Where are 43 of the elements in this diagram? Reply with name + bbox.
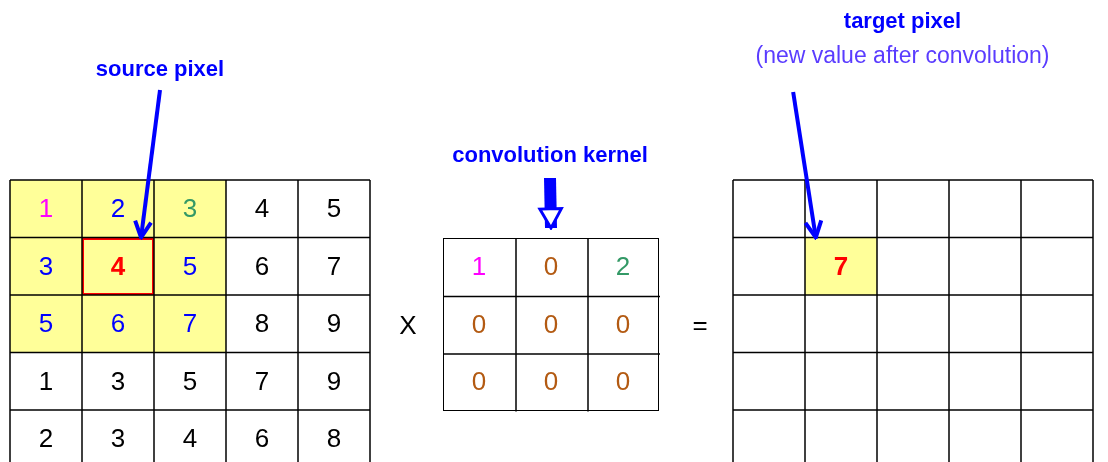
- highlighted-cell: 7: [805, 237, 877, 295]
- table-cell-text: 5: [181, 364, 199, 398]
- table-cell-text: 0: [542, 307, 560, 341]
- leader-line: [791, 91, 824, 240]
- table-cell-text: 0: [470, 307, 488, 341]
- equals-sign: =: [691, 308, 709, 342]
- table-cell-text: 0: [542, 250, 560, 284]
- block-arrow: [538, 177, 563, 230]
- table-cell-text: 9: [325, 364, 343, 398]
- table-cell: 1: [10, 180, 82, 238]
- table-cell: 6: [82, 295, 154, 353]
- table-cell-text: 0: [542, 365, 560, 399]
- table-cell-text: 1: [37, 364, 55, 398]
- callout-note: (new value after convolution): [755, 42, 1050, 69]
- table-cell-text: 0: [614, 365, 632, 399]
- table-cell: 5: [154, 237, 226, 295]
- table-cell: 3: [154, 180, 226, 238]
- table-cell-text: 7: [253, 364, 271, 398]
- callout-text: target pixel: [843, 8, 962, 34]
- table-cell: 7: [154, 295, 226, 353]
- table-cell-text: 2: [37, 422, 55, 456]
- highlighted-cell: 4: [82, 237, 154, 295]
- kernel-grid: [443, 238, 659, 411]
- table-cell-text: 6: [253, 422, 271, 456]
- table-cell-text: 6: [253, 249, 271, 283]
- table-cell-text: 8: [325, 422, 343, 456]
- table-cell-text: 3: [109, 364, 127, 398]
- table-cell-text: 0: [614, 307, 632, 341]
- table-cell-text: 7: [325, 249, 343, 283]
- table-cell-text: 0: [470, 365, 488, 399]
- table-cell-text: 2: [614, 250, 632, 284]
- table-cell: 3: [10, 237, 82, 295]
- callout-text: convolution kernel: [412, 138, 688, 172]
- table-cell-text: 4: [181, 422, 199, 456]
- multiply-sign: X: [398, 308, 418, 342]
- table-cell-text: 5: [325, 192, 343, 226]
- table-cell-text: 8: [253, 307, 271, 341]
- table-cell-text: 1: [470, 250, 488, 284]
- table-cell-text: 3: [109, 422, 127, 456]
- table-cell-text: 9: [325, 307, 343, 341]
- table-cell-text: 4: [253, 192, 271, 226]
- callout-text: source pixel: [62, 52, 258, 86]
- table-cell: 5: [10, 295, 82, 353]
